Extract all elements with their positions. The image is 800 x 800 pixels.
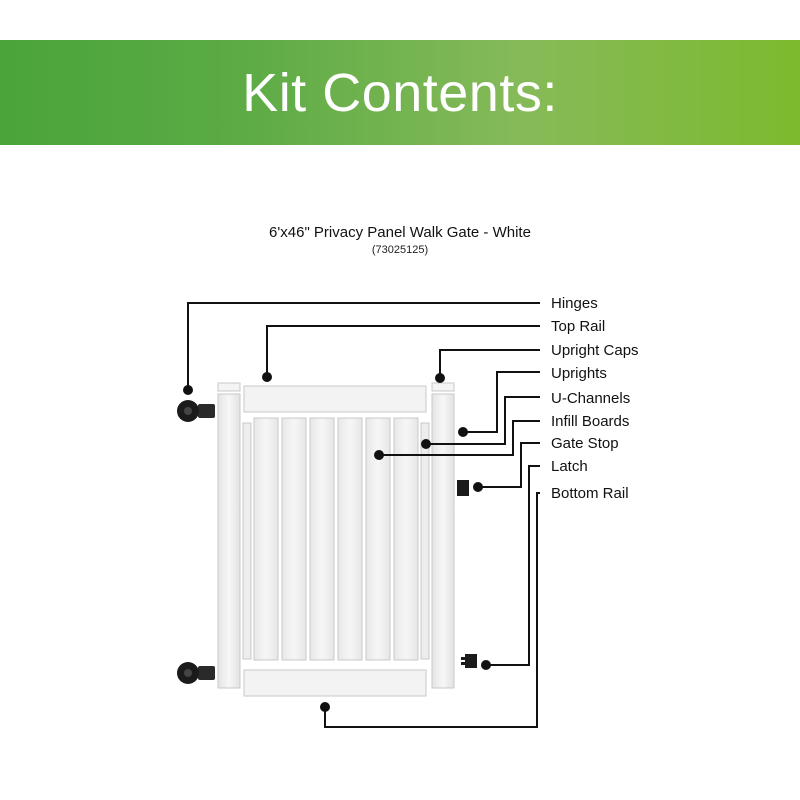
- callout-gate-stop: Gate Stop: [551, 435, 619, 452]
- bottom-rail: [243, 669, 427, 697]
- leader-lines: [187, 302, 540, 728]
- callout-labels: Hinges Top Rail Upright Caps Uprights U-…: [551, 295, 639, 502]
- gate-stop-hardware: [457, 480, 469, 496]
- banner-title: Kit Contents:: [242, 62, 558, 123]
- gate-parts: [217, 382, 455, 697]
- right-u-channel: [420, 422, 430, 660]
- leader-hinges: [187, 302, 540, 390]
- product-title: 6'x46" Privacy Panel Walk Gate - White: [269, 224, 531, 241]
- infill-board: [309, 417, 335, 661]
- leader-dots: [183, 372, 491, 712]
- leader-bottom-rail: [324, 492, 540, 728]
- header-banner: Kit Contents:: [0, 40, 800, 145]
- callout-uprights: Uprights: [551, 365, 607, 382]
- leader-top-rail: [266, 325, 540, 377]
- infill-board: [393, 417, 419, 661]
- infill-board: [365, 417, 391, 661]
- callout-infill-boards: Infill Boards: [551, 413, 629, 430]
- leader-gate-stop: [478, 442, 540, 488]
- leader-u-channels: [426, 396, 540, 445]
- top-rail: [243, 385, 427, 413]
- left-u-channel: [242, 422, 252, 660]
- leader-latch: [486, 465, 540, 666]
- callout-upright-caps: Upright Caps: [551, 342, 639, 359]
- callout-latch: Latch: [551, 458, 588, 475]
- latch-hardware: [461, 654, 477, 668]
- leader-upright-caps: [439, 349, 540, 378]
- hinge-top: [177, 400, 215, 422]
- callout-hinges: Hinges: [551, 295, 598, 312]
- infill-boards: [253, 417, 419, 661]
- callout-bottom-rail: Bottom Rail: [551, 485, 629, 502]
- infill-board: [281, 417, 307, 661]
- infill-board: [337, 417, 363, 661]
- left-upright-cap: [217, 382, 241, 392]
- right-upright: [431, 393, 455, 689]
- leader-infill-boards: [379, 420, 540, 456]
- product-code: (73025125): [371, 244, 429, 256]
- callout-u-channels: U-Channels: [551, 390, 630, 407]
- infill-board: [253, 417, 279, 661]
- leader-uprights: [463, 371, 540, 433]
- hinge-bottom: [177, 662, 215, 684]
- left-upright: [217, 393, 241, 689]
- right-upright-cap: [431, 382, 455, 392]
- callout-top-rail: Top Rail: [551, 318, 605, 335]
